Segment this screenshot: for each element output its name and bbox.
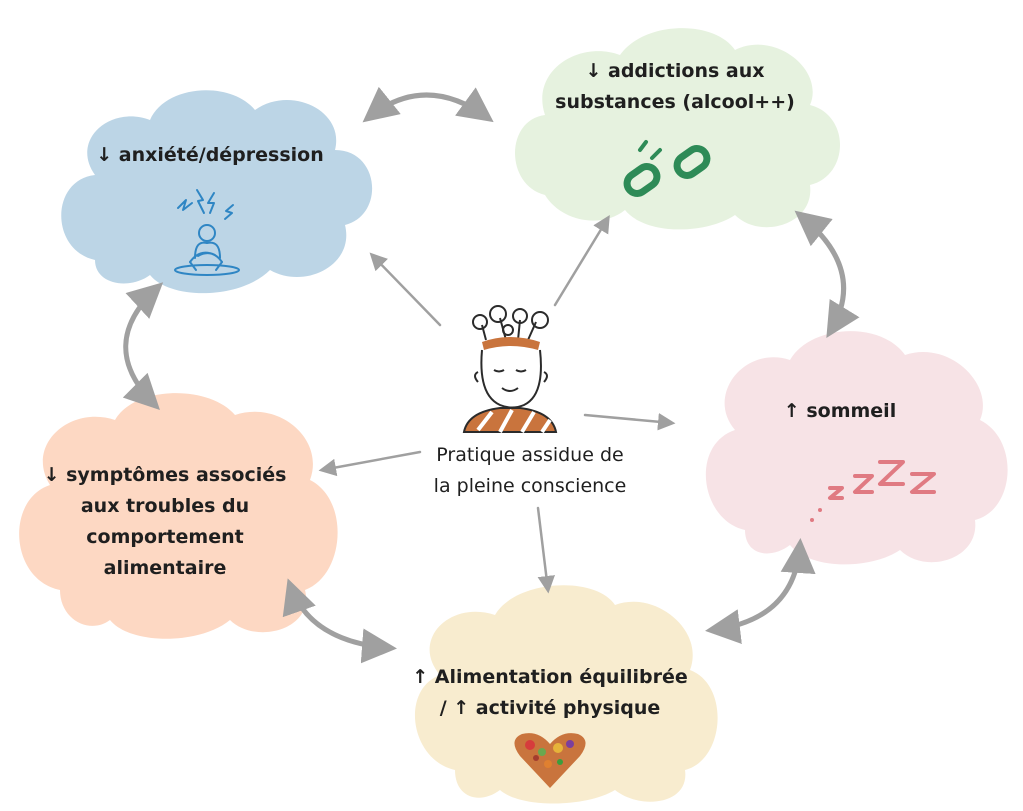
- arrow-to-addiction: [553, 215, 610, 307]
- arrow-eating-anxiety: [122, 282, 164, 410]
- arrow-addiction-sleep: [794, 210, 860, 338]
- stressed-person-icon: [174, 189, 240, 276]
- anxiety-label: ↓ anxiété/dépression: [60, 140, 360, 171]
- sleep-zzz-icon: [810, 460, 936, 522]
- center-label: Pratique assidue de la pleine conscience: [405, 440, 655, 502]
- anxiety-line-1: ↓ anxiété/dépression: [96, 144, 324, 166]
- eating-label: ↓ symptômes associés aux troubles du com…: [30, 460, 300, 584]
- cloud-sleep: [705, 331, 1008, 565]
- cloud-anxiety: [61, 90, 373, 294]
- eating-line-4: alimentaire: [103, 557, 227, 579]
- broken-chain-icon: [623, 140, 711, 197]
- arrow-anxiety-addiction: [362, 86, 494, 123]
- cloud-food: [414, 585, 718, 804]
- center-line-2: la pleine conscience: [433, 475, 627, 497]
- eating-line-3: comportement: [86, 526, 244, 548]
- food-line-2: / ↑ activité physique: [439, 697, 661, 719]
- center-line-1: Pratique assidue de: [436, 444, 624, 466]
- arrow-food-eating: [282, 578, 397, 664]
- arrow-to-anxiety: [369, 252, 442, 327]
- arrow-to-eating: [318, 450, 422, 477]
- arrow-to-food: [536, 506, 555, 594]
- addiction-line-2: substances (alcool++): [555, 91, 795, 113]
- addiction-line-1: ↓ addictions aux: [585, 60, 765, 82]
- food-line-1: ↑ Alimentation équilibrée: [412, 666, 688, 688]
- arrow-sleep-food: [705, 538, 816, 645]
- food-heart-icon: [514, 733, 586, 788]
- eating-line-1: ↓ symptômes associés: [43, 464, 287, 486]
- center-arrows: [318, 215, 676, 594]
- sleep-label: ↑ sommeil: [760, 396, 920, 427]
- cloud-addiction: [515, 28, 840, 230]
- addiction-label: ↓ addictions aux substances (alcool++): [530, 56, 820, 118]
- cloud-eating: [19, 393, 338, 639]
- food-label: ↑ Alimentation équilibrée / ↑ activité p…: [400, 662, 700, 724]
- arrow-to-sleep: [583, 413, 676, 431]
- eating-line-2: aux troubles du: [80, 495, 250, 517]
- sleep-line-1: ↑ sommeil: [783, 400, 897, 422]
- cycle-arrows: [122, 86, 860, 664]
- mindful-head-icon: [462, 305, 558, 434]
